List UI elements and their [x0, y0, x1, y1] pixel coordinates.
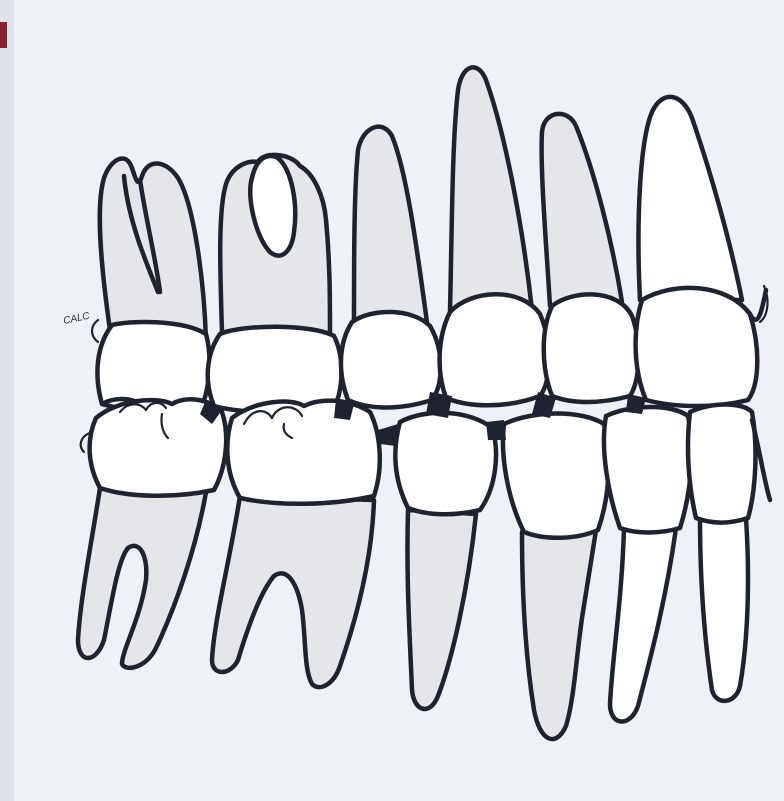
- lower-molar: [78, 399, 226, 668]
- lower-lateral-incisor: [604, 407, 692, 722]
- annotation-arc-upper: [92, 320, 98, 342]
- upper-premolar-first: [341, 127, 441, 408]
- upper-premolar-second: [208, 155, 342, 412]
- upper-molar: [97, 159, 209, 411]
- annotation-label: CALC: [62, 310, 91, 326]
- lower-canine: [503, 414, 609, 740]
- lower-molar-second: [212, 401, 380, 688]
- upper-lateral-incisor: [542, 114, 639, 402]
- lower-premolar-second: [395, 413, 496, 709]
- upper-central-incisor: [636, 97, 766, 406]
- upper-canine: [440, 67, 549, 405]
- lower-central-incisor: [688, 405, 770, 701]
